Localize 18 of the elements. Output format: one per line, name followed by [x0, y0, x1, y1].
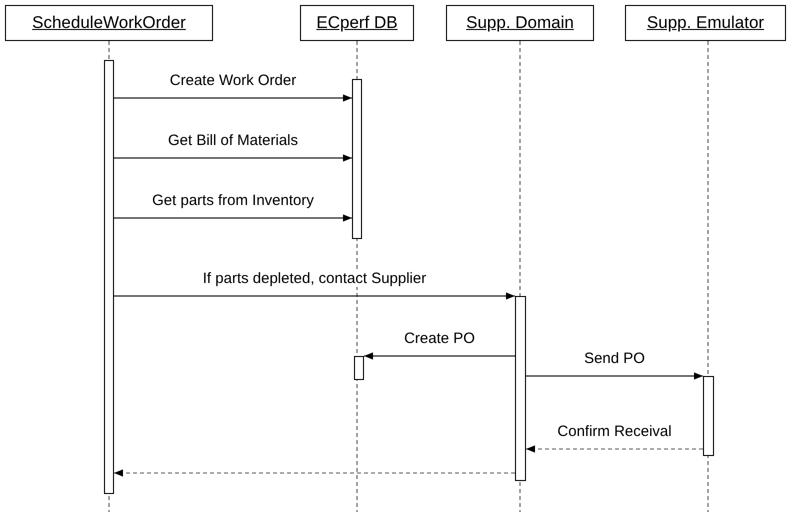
activation-bar	[515, 296, 526, 481]
lifeline-header: ScheduleWorkOrder	[5, 5, 213, 41]
message-arrow	[114, 154, 352, 162]
lifeline-header: Supp. Emulator	[625, 5, 786, 41]
message-arrow	[114, 94, 352, 102]
message-arrow	[526, 372, 704, 380]
activation-bar	[354, 356, 364, 380]
activation-bar	[104, 60, 114, 494]
return-message-arrow	[114, 469, 516, 477]
message-arrow	[114, 292, 516, 300]
message-arrow	[364, 352, 516, 360]
edge-label: Get parts from Inventory	[150, 192, 316, 209]
activation-bar	[352, 79, 362, 239]
activation-bar	[703, 376, 714, 456]
message-arrow	[114, 214, 352, 222]
lifeline-header: Supp. Domain	[446, 5, 594, 41]
return-message-arrow	[526, 445, 704, 453]
lifeline-header: ECperf DB	[300, 5, 414, 41]
